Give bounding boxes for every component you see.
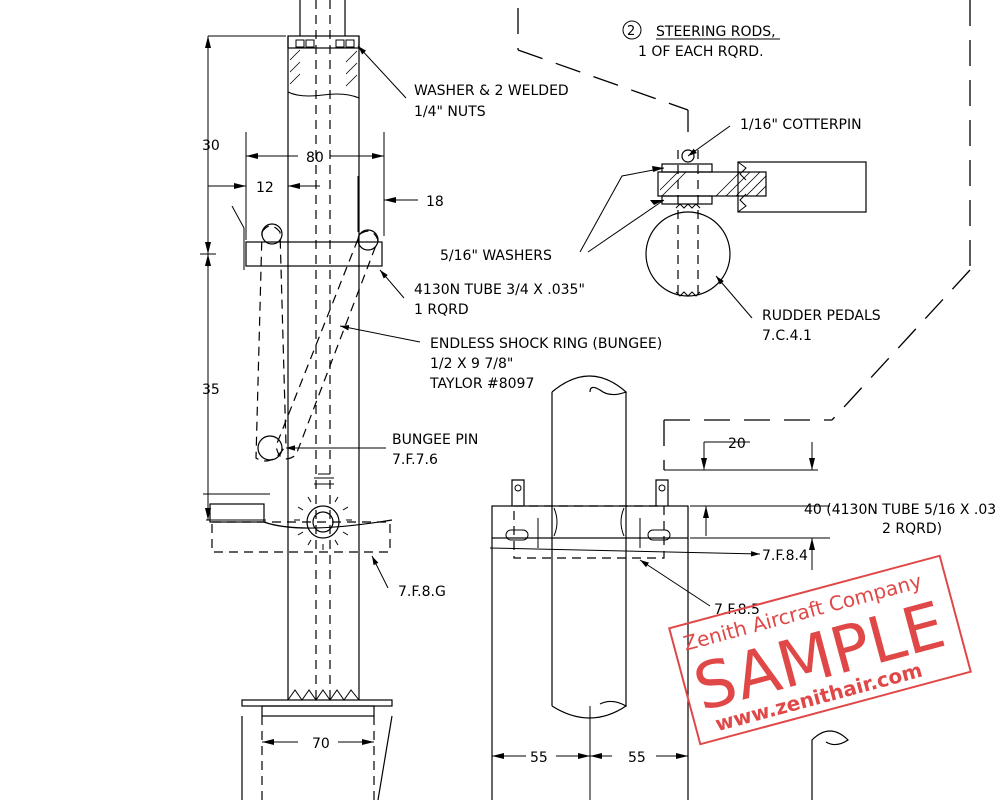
label-tube-516-qty: 2 RQRD)	[882, 521, 942, 537]
left-leaders	[207, 36, 421, 589]
dim-35: 35	[202, 382, 220, 398]
label-ref-7f84: 7.F.8.4	[762, 548, 808, 564]
label-ref-7f8g: 7.F.8.G	[398, 584, 446, 600]
label-bungee-pin: BUNGEE PIN	[392, 432, 478, 448]
bungee-ring	[255, 223, 379, 462]
pedal-assembly	[491, 375, 849, 800]
dim-70: 70	[312, 736, 330, 752]
label-rudder-ref: 7.C.4.1	[762, 328, 812, 344]
dim-80: 80	[306, 150, 324, 166]
label-washers: 5/16" WASHERS	[440, 248, 552, 264]
dim-55-right: 55	[628, 750, 646, 766]
steering-rods-qty: 1 OF EACH RQRD.	[638, 44, 764, 60]
dim-30: 30	[202, 138, 220, 154]
label-tube-34-qty: 1 RQRD	[414, 302, 469, 318]
left-dimensions	[200, 35, 418, 745]
dim-18: 18	[426, 194, 444, 210]
label-shock-taylor: TAYLOR #8097	[429, 376, 534, 392]
label-washer-welded: WASHER & 2 WELDED	[414, 83, 569, 99]
sample-stamp: Zenith Aircraft Company SAMPLE www.zenit…	[668, 554, 972, 746]
left-vertical-tube	[241, 0, 393, 800]
label-shock-ring: ENDLESS SHOCK RING (BUNGEE)	[430, 336, 662, 352]
label-cotterpin: 1/16" COTTERPIN	[740, 117, 862, 133]
dim-12: 12	[256, 180, 274, 196]
right-dimensions	[489, 441, 830, 800]
welded-nuts	[295, 39, 355, 48]
marker-2: 2	[627, 24, 635, 39]
steering-rod-detail	[517, 0, 971, 470]
crossbar-tube	[231, 205, 383, 270]
label-rudder-pedals: RUDDER PEDALS	[762, 308, 881, 324]
label-bungee-ref: 7.F.7.6	[392, 452, 438, 468]
label-quarter-nuts: 1/4" NUTS	[414, 104, 486, 120]
dim-20: 20	[728, 436, 746, 452]
label-tube-34: 4130N TUBE 3/4 X .035"	[414, 282, 585, 298]
steering-rods-label: STEERING RODS,	[656, 24, 776, 40]
lower-fitting	[209, 473, 393, 553]
dim-55-left: 55	[530, 750, 548, 766]
label-tube-516: 40 (4130N TUBE 5/16 X .03	[804, 502, 996, 518]
steering-rods-title: 2 STEERING RODS, 1 OF EACH RQRD.	[622, 20, 780, 60]
label-shock-size: 1/2 X 9 7/8"	[430, 356, 513, 372]
